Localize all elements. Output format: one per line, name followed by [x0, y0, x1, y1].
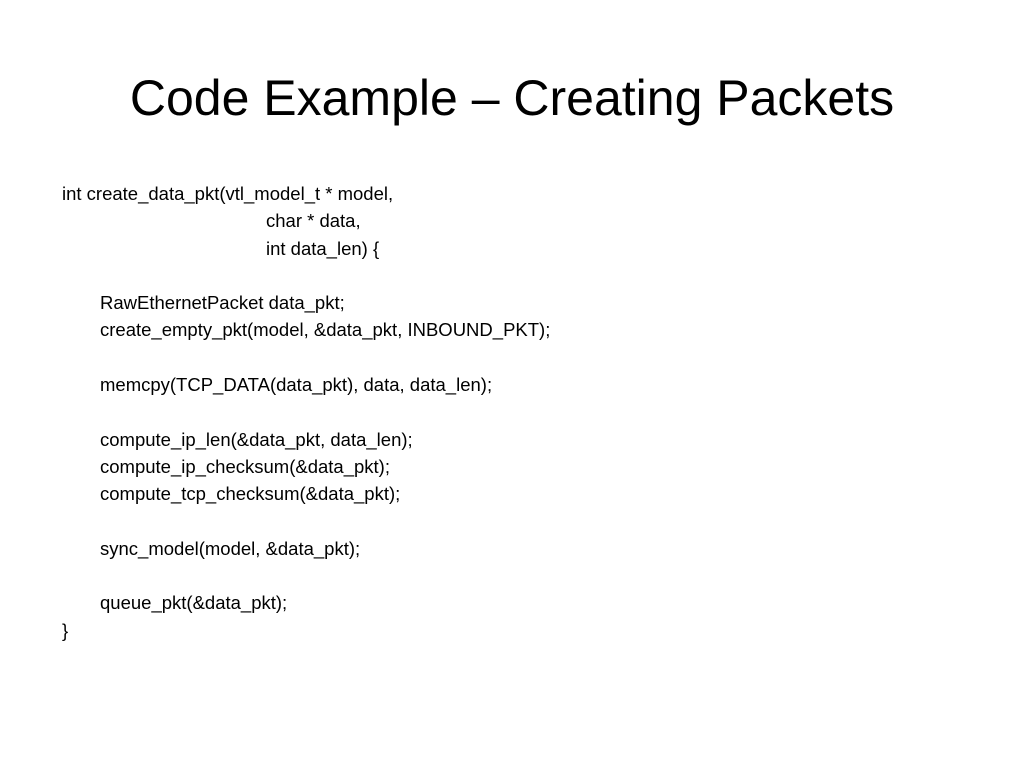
code-block: int create_data_pkt(vtl_model_t * model,… [62, 180, 982, 644]
code-line-closing-brace: } [62, 619, 69, 641]
code-line-blank [62, 562, 982, 589]
code-line-function-signature: int create_data_pkt(vtl_model_t * model, [62, 183, 394, 204]
slide-title: Code Example – Creating Packets [129, 70, 895, 126]
code-line-blank [62, 508, 982, 535]
code-line-memcpy: memcpy(TCP_DATA(data_pkt), data, data_le… [100, 374, 493, 396]
code-line-declare-packet: RawEthernetPacket data_pkt; [100, 292, 345, 314]
code-line-param-data-len: int data_len) { [266, 237, 380, 259]
code-line-compute-tcp-checksum: compute_tcp_checksum(&data_pkt); [100, 483, 401, 505]
code-line-compute-ip-checksum: compute_ip_checksum(&data_pkt); [100, 455, 390, 477]
code-line-queue-pkt: queue_pkt(&data_pkt); [100, 592, 288, 614]
code-line-blank [62, 398, 982, 425]
code-line-param-data: char * data, [266, 210, 361, 232]
code-line-sync-model: sync_model(model, &data_pkt); [100, 537, 361, 559]
code-line-compute-ip-len: compute_ip_len(&data_pkt, data_len); [100, 428, 413, 450]
code-line-blank [62, 262, 982, 289]
code-line-blank [62, 344, 982, 371]
code-line-create-empty-pkt: create_empty_pkt(model, &data_pkt, INBOU… [100, 319, 551, 341]
